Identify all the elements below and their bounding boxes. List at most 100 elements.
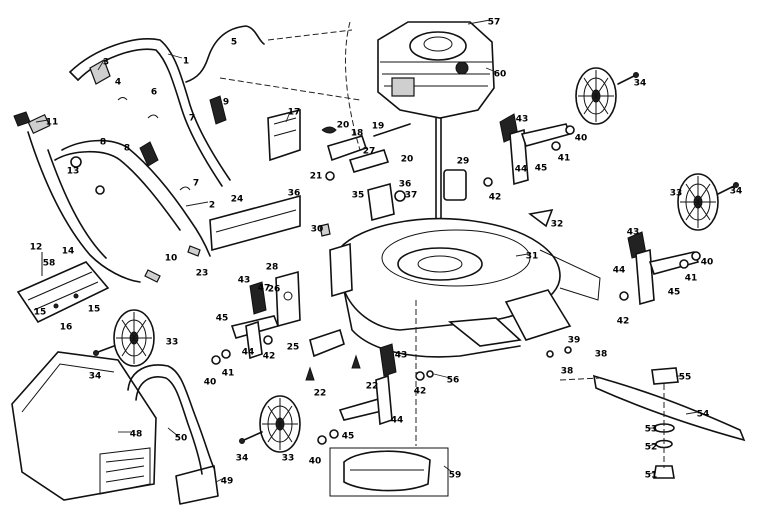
callout-c29: 29 [457,157,470,167]
callout-c56: 56 [447,376,460,386]
callout-c30: 30 [311,225,324,235]
callout-c57: 57 [488,18,501,28]
callout-c54: 54 [697,410,710,420]
callout-c27: 27 [363,147,376,157]
callout-c15b: 15 [88,305,101,315]
callout-c37: 37 [405,191,418,201]
callout-c4: 4 [115,78,121,88]
callout-c44c: 44 [242,348,255,358]
callout-c47: 47 [258,284,271,294]
washers [211,125,701,445]
callout-c42b: 42 [617,317,630,327]
wheel-bolts [93,72,739,444]
callout-c40b: 40 [701,258,714,268]
callout-c13: 13 [67,167,80,177]
callout-c44a: 44 [515,165,528,175]
callout-c34b: 34 [730,187,743,197]
callout-c42d: 42 [414,387,427,397]
callout-c41c: 41 [222,369,235,379]
callout-c33b: 33 [166,338,179,348]
callout-c26: 26 [268,285,281,295]
callout-c38a: 38 [561,367,574,377]
callout-c36b: 36 [399,180,412,190]
callout-c45a: 45 [535,164,548,174]
callout-c33c: 33 [282,454,295,464]
callout-c11: 11 [46,118,59,128]
callout-c44b: 44 [613,266,626,276]
main-cable-run [219,29,361,101]
callout-c3: 3 [103,58,109,68]
callout-c60: 60 [494,70,507,80]
callout-c25: 25 [287,343,300,353]
callout-c20a: 20 [337,121,350,131]
handle-hardware [13,59,227,283]
air-filter-cover [329,447,449,497]
callout-c55: 55 [679,373,692,383]
wheel-front-left [259,395,301,453]
callout-c40a: 40 [575,134,588,144]
callout-c44d: 44 [391,416,404,426]
callout-c39: 39 [568,336,581,346]
callout-c1: 1 [183,57,189,67]
height-adjuster-linkage [321,123,467,222]
callout-c50: 50 [175,434,188,444]
wheel-rear-left [113,309,155,367]
callout-c6: 6 [151,88,157,98]
callout-c34d: 34 [236,454,249,464]
control-cable [185,25,265,83]
callout-c7a: 7 [189,114,195,124]
wheel-rear-right [575,67,617,125]
callout-c19: 19 [372,122,385,132]
callout-c9: 9 [223,98,229,108]
callout-c52: 52 [645,443,658,453]
callout-c22a: 22 [314,389,327,399]
callout-c36a: 36 [288,189,301,199]
callout-c17: 17 [288,108,301,118]
rear-deflector [16,252,110,324]
wheel-front-right [677,173,719,231]
grass-catcher [11,351,219,505]
wheel-adjusters [230,113,700,426]
callout-c45d: 45 [342,432,355,442]
callout-c40d: 40 [309,457,322,467]
callout-c38b: 38 [595,350,608,360]
callout-c58: 58 [43,259,56,269]
leader-lines [35,19,699,483]
callout-c22b: 22 [366,382,379,392]
callout-c7b: 7 [193,179,199,189]
callout-c53: 53 [645,425,658,435]
callout-c59: 59 [449,471,462,481]
callout-c48: 48 [130,430,143,440]
callout-c31: 31 [526,252,539,262]
mower-deck [329,217,601,358]
callout-c45c: 45 [216,314,229,324]
callout-c41a: 41 [558,154,571,164]
upper-handle [69,38,231,187]
callout-c20b: 20 [401,155,414,165]
callout-c42a: 42 [489,193,502,203]
callout-c43a: 43 [516,115,529,125]
small-parts [305,223,361,381]
callout-c45b: 45 [668,288,681,298]
callout-c33a: 33 [670,189,683,199]
callout-c49: 49 [221,477,234,487]
engine-assembly [377,21,495,301]
callout-c41b: 41 [685,274,698,284]
callout-c43c: 43 [238,276,251,286]
callout-c43b: 43 [627,228,640,238]
callout-c2: 2 [209,201,215,211]
callout-c14: 14 [62,247,75,257]
callout-c16: 16 [60,323,73,333]
callout-c23: 23 [196,269,209,279]
callout-c28: 28 [266,263,279,273]
callout-c34c: 34 [89,372,102,382]
callout-c10: 10 [165,254,178,264]
callout-c43d: 43 [395,351,408,361]
callout-c21: 21 [310,172,323,182]
callout-c24: 24 [231,195,244,205]
callout-c40c: 40 [204,378,217,388]
callout-c5: 5 [231,38,237,48]
assembly-lines [344,21,601,446]
